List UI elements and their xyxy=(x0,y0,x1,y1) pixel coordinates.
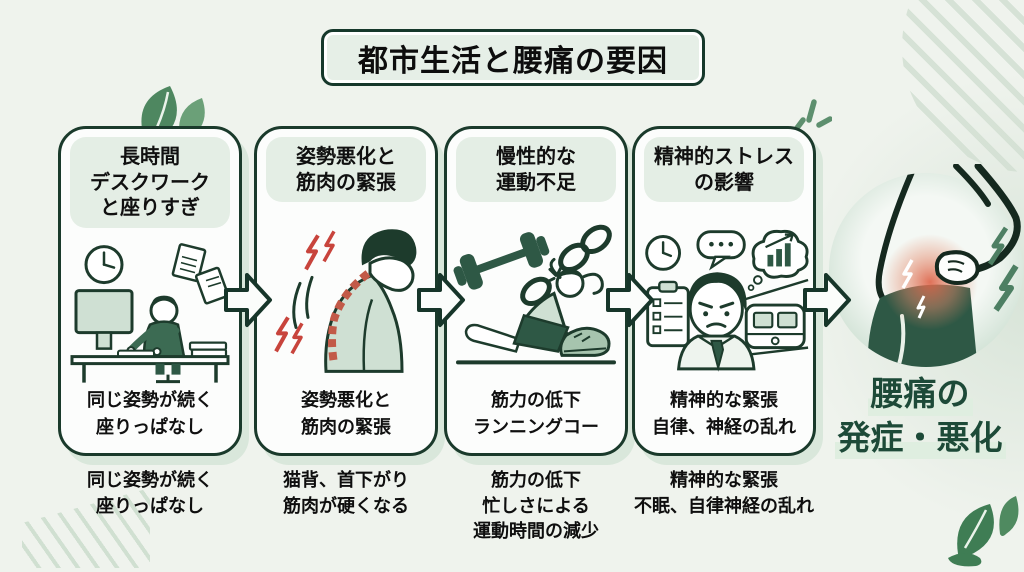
result-line1: 腰痛の xyxy=(867,372,973,416)
factor-card-desk-work: 長時間 デスクワーク と座りすぎ xyxy=(58,126,242,456)
card-title: 精神的ストレス の影響 xyxy=(644,137,804,203)
broken-chain-exercise-illustration xyxy=(453,224,616,365)
flow-arrow-icon xyxy=(417,273,465,327)
page-title: 都市生活と腰痛の要因 xyxy=(321,29,705,86)
factor-card-stress: 精神的ストレス の影響 xyxy=(632,126,816,456)
card-caption: 筋力の低下 ランニングコー xyxy=(473,390,599,438)
lower-back-pain-illustration xyxy=(829,162,1023,367)
result-line2: 発症・悪化 xyxy=(834,415,1006,460)
factor-column-exercise: 慢性的な 運動不足 xyxy=(444,126,628,545)
desk-worker-illustration xyxy=(70,242,230,383)
card-note: 精神的な緊張 不眠、自律神経の乱れ xyxy=(634,470,814,517)
result-illustration-wrap xyxy=(828,162,1024,372)
card-caption: 姿勢悪化と 筋肉の緊張 xyxy=(301,390,391,438)
card-note: 筋力の低下 忙しさによる 運動時間の減少 xyxy=(473,470,599,543)
card-title: 慢性的な 運動不足 xyxy=(456,137,616,203)
page-title-text: 都市生活と腰痛の要因 xyxy=(358,43,668,79)
factor-card-posture: 姿勢悪化と 筋肉の緊張 姿勢悪化と 筋肉の緊張 xyxy=(254,126,438,456)
factor-card-exercise: 慢性的な 運動不足 xyxy=(444,126,628,456)
factor-column-posture: 姿勢悪化と 筋肉の緊張 姿勢悪化と 筋肉の緊張 猫背、首下がり xyxy=(254,126,438,519)
card-note: 猫背、首下がり 筋肉が硬くなる xyxy=(283,470,409,517)
stressed-commuter-illustration xyxy=(645,230,809,372)
card-note: 同じ姿勢が続く 座りっぱなし xyxy=(87,470,213,517)
hunched-spine-illustration xyxy=(274,229,417,374)
card-caption: 同じ姿勢が続く 座りっぱなし xyxy=(87,390,213,438)
leaves-icon xyxy=(948,496,1019,567)
card-title: 長時間 デスクワーク と座りすぎ xyxy=(70,137,230,228)
card-title: 姿勢悪化と 筋肉の緊張 xyxy=(266,137,426,203)
factor-column-stress: 精神的ストレス の影響 xyxy=(632,126,816,519)
flow-arrow-icon xyxy=(224,273,272,327)
flow-arrow-icon xyxy=(606,273,654,327)
flow-arrow-icon xyxy=(803,273,851,327)
result-label: 腰痛の 発症・悪化 xyxy=(816,372,1024,460)
factor-column-desk-work: 長時間 デスクワーク と座りすぎ xyxy=(58,126,242,519)
card-caption: 精神的な緊張 自律、神経の乱れ xyxy=(652,390,796,438)
